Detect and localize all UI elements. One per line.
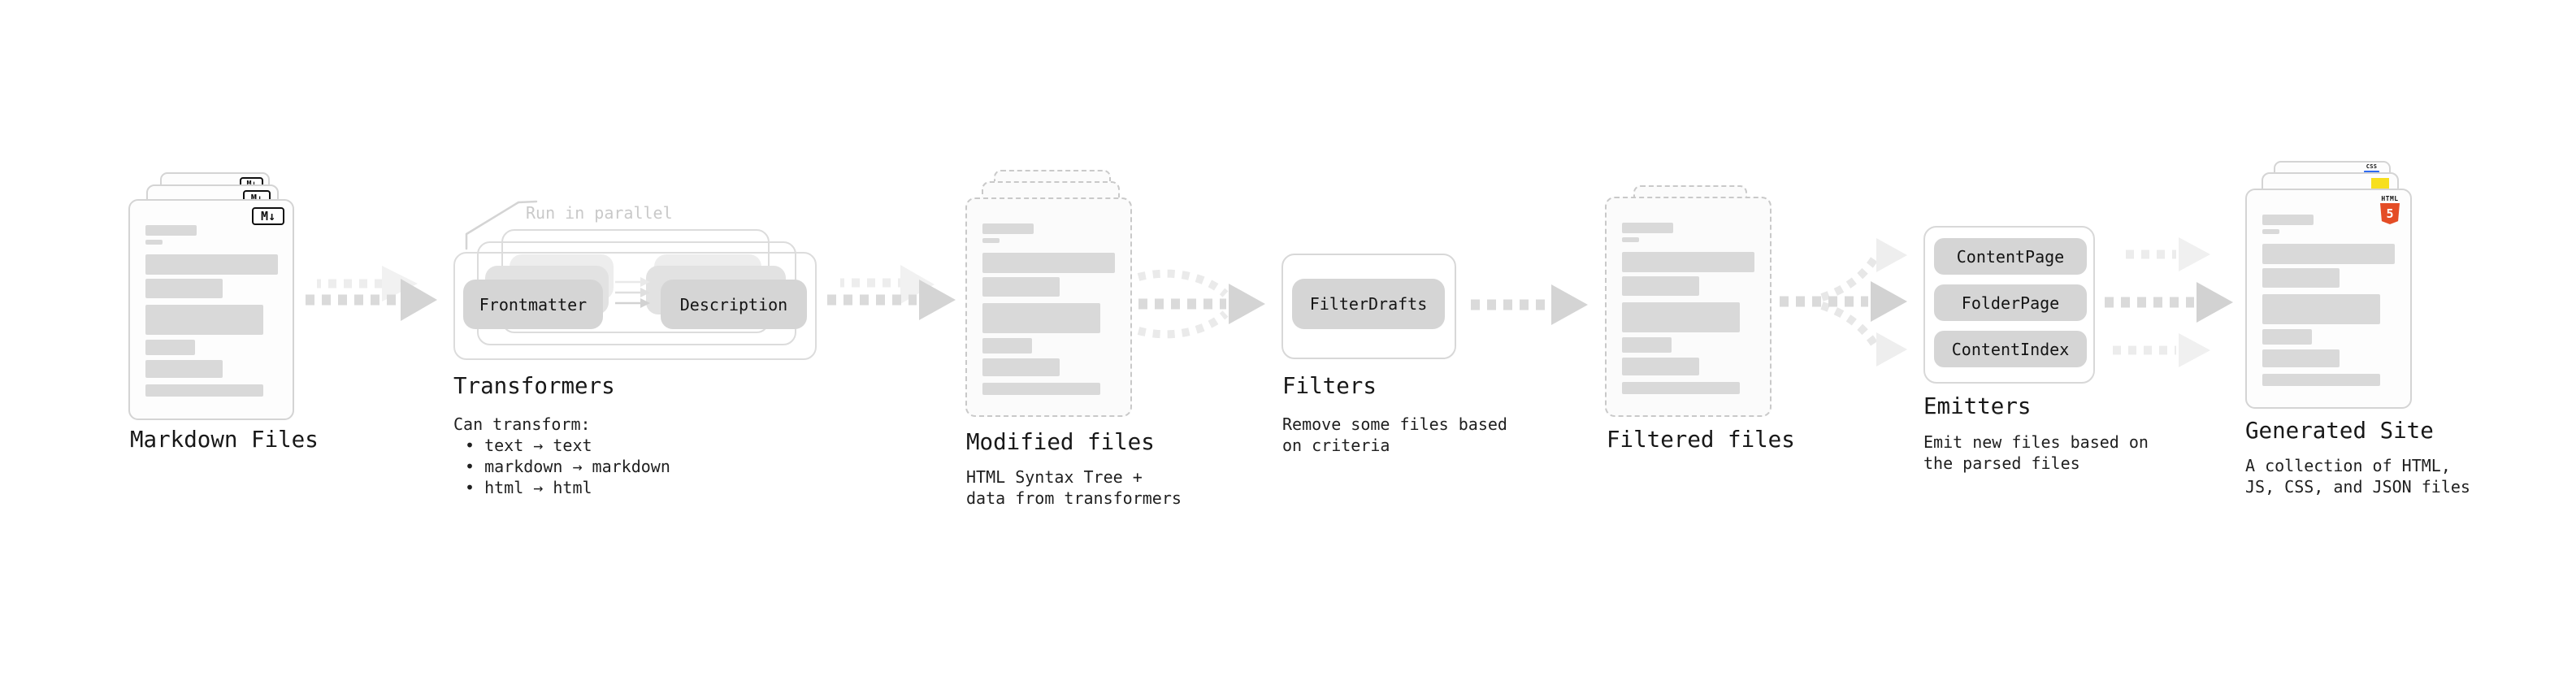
html5-icon-number: 5 [2386, 206, 2394, 221]
doc-skeleton [1622, 223, 1762, 407]
caption-line: • markdown → markdown [465, 457, 670, 476]
markdown-file-card-front: M↓ [128, 199, 294, 420]
css-icon-label: CSS [2366, 163, 2378, 170]
caption-line: • html → html [465, 478, 592, 497]
stage-title-transformers: Transformers [453, 373, 615, 399]
modified-file-card-front [965, 197, 1132, 417]
stage-title-emitters: Emitters [1923, 393, 2032, 419]
html5-icon-label: HTML [2381, 195, 2399, 202]
frontmatter-pill: Frontmatter [463, 280, 603, 329]
stage-title-filters: Filters [1282, 373, 1377, 399]
stage-title-generated-site: Generated Site [2245, 418, 2434, 444]
generated-file-card-front: HTML 5 [2245, 189, 2412, 409]
caption-line: the parsed files [1923, 453, 2080, 473]
caption-line: on criteria [1282, 436, 1390, 455]
arrow-filtered-to-emitters [1780, 238, 1907, 367]
transformer-layer-front [453, 252, 817, 360]
arrow-filters-to-filtered [1471, 284, 1588, 325]
caption-line: JS, CSS, and JSON files [2245, 477, 2470, 497]
description-pill: Description [661, 280, 807, 329]
caption-line: Can transform: [453, 414, 591, 434]
caption-line: • text → text [465, 436, 592, 455]
generated-site-caption: A collection of HTML, JS, CSS, and JSON … [2245, 455, 2470, 497]
stage-title-modified-files: Modified files [966, 429, 1155, 455]
arrow-transformers-to-modified [827, 265, 956, 320]
filterdrafts-pill: FilterDrafts [1292, 279, 1445, 329]
stage-title-filtered-files: Filtered files [1607, 427, 1795, 453]
transformers-caption: Can transform: • text → text • markdown … [453, 414, 670, 498]
caption-line: data from transformers [966, 488, 1182, 508]
filtered-file-card-front [1605, 197, 1772, 417]
arrow-markdown-to-transformers [306, 266, 437, 321]
run-in-parallel-note: Run in parallel [526, 203, 673, 223]
markdown-icon: M↓ [252, 207, 284, 225]
contentpage-pill: ContentPage [1934, 238, 2087, 275]
html5-icon: HTML 5 [2379, 195, 2400, 224]
caption-line: A collection of HTML, [2245, 456, 2451, 475]
folderpage-pill: FolderPage [1934, 284, 2087, 321]
doc-skeleton [982, 223, 1122, 407]
contentindex-pill: ContentIndex [1934, 331, 2087, 367]
arrow-emitters-to-generated [2105, 237, 2233, 367]
filters-caption: Remove some files based on criteria [1282, 414, 1507, 456]
emitters-caption: Emit new files based on the parsed files [1923, 432, 2149, 474]
caption-line: HTML Syntax Tree + [966, 467, 1143, 487]
html5-icon-shield: 5 [2380, 203, 2400, 224]
caption-line: Emit new files based on [1923, 432, 2149, 452]
caption-line: Remove some files based [1282, 414, 1507, 434]
arrow-modified-to-filters [1137, 269, 1265, 339]
doc-skeleton [2262, 215, 2402, 399]
modified-files-caption: HTML Syntax Tree + data from transformer… [966, 466, 1182, 509]
stage-title-markdown-files: Markdown Files [130, 427, 319, 453]
doc-skeleton [145, 225, 284, 410]
